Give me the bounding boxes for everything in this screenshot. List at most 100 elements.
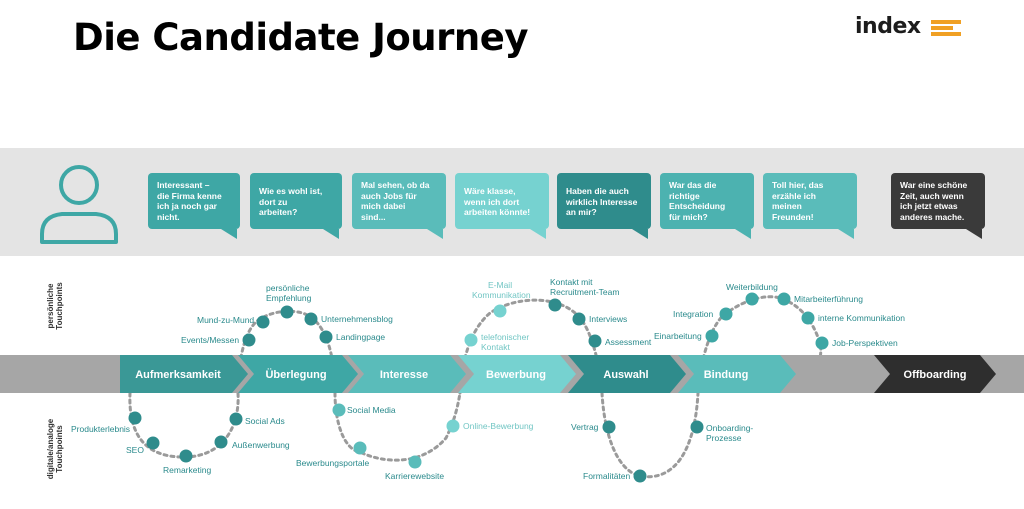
touchpoint-label: Integration — [673, 309, 714, 319]
bubble-text: dort zu — [259, 196, 288, 207]
logo-bar-1 — [931, 20, 961, 24]
thought-bubble-3: Mal sehen, ob da auch Jobs für mich dabe… — [352, 173, 446, 239]
touchpoint-label: Social Media — [347, 405, 396, 415]
side-label-digital: digitale/analoge Touchpoints — [46, 406, 64, 492]
bubble-text: wirklich Interesse — [566, 196, 638, 207]
touchpoint-label: Vertrag — [571, 422, 599, 432]
touchpoint-dot — [719, 307, 733, 321]
touchpoint-dot — [633, 469, 647, 483]
touchpoint-label: Mund-zu-Mund — [197, 315, 255, 325]
thought-bubble-6: War das die richtige Entscheidung für mi… — [660, 173, 754, 239]
bubble-text: ich jetzt etwas — [900, 201, 958, 211]
touchpoint-dot — [128, 411, 142, 425]
touchpoint-dot — [280, 305, 294, 319]
touchpoint-dot — [690, 420, 704, 434]
touchpoint-dot — [815, 336, 829, 350]
phase-label-bewerbung: Bewerbung — [486, 369, 546, 381]
bubble-text: erzähle ich — [772, 190, 816, 201]
touchpoint-dot — [146, 436, 160, 450]
touchpoint-label: Prozesse — [706, 433, 742, 443]
bubble-tail — [530, 229, 546, 239]
side-label-line: persönliche — [46, 283, 55, 329]
touchpoint-label: Außenwerbung — [232, 440, 290, 450]
touchpoint-label: Remarketing — [163, 465, 212, 475]
bubble-text: arbeiten? — [259, 207, 298, 217]
bubble-text: mich dabei — [361, 201, 406, 211]
touchpoint-label: Empfehlung — [266, 293, 312, 303]
bubble-tail — [838, 229, 854, 239]
touchpoint-label: Interviews — [589, 314, 628, 324]
page-title: Die Candidate Journey — [73, 16, 528, 59]
phase-label-aufmerksamkeit: Aufmerksamkeit — [135, 369, 221, 381]
thought-bubble-1: Interessant – die Firma kenne ich ja noc… — [148, 173, 240, 239]
touchpoint-label: Mitarbeiterführung — [794, 294, 863, 304]
touchpoint-label: telefonischer — [481, 332, 530, 342]
touchpoint-label: Karrierewebsite — [385, 471, 445, 481]
bubble-text: Entscheidung — [669, 201, 726, 211]
touchpoint-dot — [319, 330, 333, 344]
touchpoint-dot — [745, 292, 759, 306]
touchpoint-label: Recruitment-Team — [550, 287, 620, 297]
logo-bar-3 — [931, 32, 961, 36]
touchpoint-dot — [408, 455, 422, 469]
touchpoint-label: Job-Perspektiven — [832, 338, 898, 348]
bubble-text: die Firma kenne — [157, 190, 222, 201]
phase-label-bindung: Bindung — [703, 369, 749, 381]
bubble-text: ich ja noch gar — [157, 201, 217, 211]
touchpoint-label: Bewerbungsportale — [296, 458, 370, 468]
touchpoint-label: SEO — [126, 445, 144, 455]
logo-bar-2 — [931, 26, 953, 30]
logo-text: index — [855, 14, 921, 39]
bubble-text: Wäre klasse, — [464, 186, 516, 196]
side-label-personal: persönliche Touchpoints — [46, 271, 64, 341]
bubble-text: anderes mache. — [900, 211, 965, 222]
touchpoint-label: E-Mail — [488, 280, 513, 290]
phase-arrow-bindung — [678, 355, 796, 393]
touchpoint-label: Onboarding- — [706, 423, 754, 433]
phase-label-ueberlegung: Überlegung — [265, 369, 327, 381]
bubble-text: auch Jobs für — [361, 190, 417, 201]
bubble-text: wenn ich dort — [464, 196, 520, 207]
touchpoint-dot — [229, 412, 243, 426]
phase-arrow-ueberlegung — [238, 355, 358, 393]
bubble-tail — [427, 229, 443, 239]
thought-bubble-2: Wie es wohl ist, dort zu arbeiten? — [250, 173, 342, 239]
bubble-tail — [966, 229, 982, 239]
thought-bubble-5: Haben die auch wirklich Interesse an mir… — [557, 173, 651, 239]
touchpoint-label: interne Kommunikation — [818, 313, 905, 323]
touchpoint-dot — [548, 298, 562, 312]
phase-arrow-aufmerksamkeit — [120, 355, 248, 393]
touchpoint-dot — [464, 333, 478, 347]
phase-timeline — [0, 355, 1024, 393]
touchpoint-label: Social Ads — [245, 416, 285, 426]
touchpoint-dot — [801, 311, 815, 325]
user-icon — [40, 165, 118, 244]
touchpoint-dot — [777, 292, 791, 306]
bubble-text: Wie es wohl ist, — [259, 186, 323, 196]
touchpoint-dot — [572, 312, 586, 326]
bubble-text: Zeit, auch wenn — [900, 190, 964, 201]
touchpoint-dot — [588, 334, 602, 348]
touchpoint-dot — [602, 420, 616, 434]
bubble-text: nicht. — [157, 211, 180, 222]
touchpoint-label: Online-Bewerbung — [463, 421, 534, 431]
side-label-line: Touchpoints — [55, 282, 64, 330]
phase-arrow-bewerbung — [458, 355, 576, 393]
bubble-text: sind... — [361, 211, 386, 222]
bubble-tail — [735, 229, 751, 239]
bubble-text: Interessant – — [157, 180, 210, 190]
phase-label-interesse: Interesse — [379, 369, 429, 381]
phase-label-offboarding: Offboarding — [903, 369, 967, 381]
bubble-text: meinen — [772, 201, 802, 211]
thought-bubble-4: Wäre klasse, wenn ich dort arbeiten könn… — [455, 173, 549, 239]
touchpoint-label: Formalitäten — [583, 471, 631, 481]
touchpoint-dot — [304, 312, 318, 326]
bubble-tail — [632, 229, 648, 239]
touchpoint-label: Kommunikation — [472, 290, 531, 300]
thought-bubble-8: War eine schöne Zeit, auch wenn ich jetz… — [891, 173, 985, 239]
phase-label-auswahl: Auswahl — [603, 369, 649, 381]
bubble-text: War das die — [669, 180, 717, 190]
touchpoint-dots — [128, 292, 829, 483]
touchpoint-label: Assessment — [605, 337, 652, 347]
touchpoint-label: Kontakt — [481, 342, 510, 352]
